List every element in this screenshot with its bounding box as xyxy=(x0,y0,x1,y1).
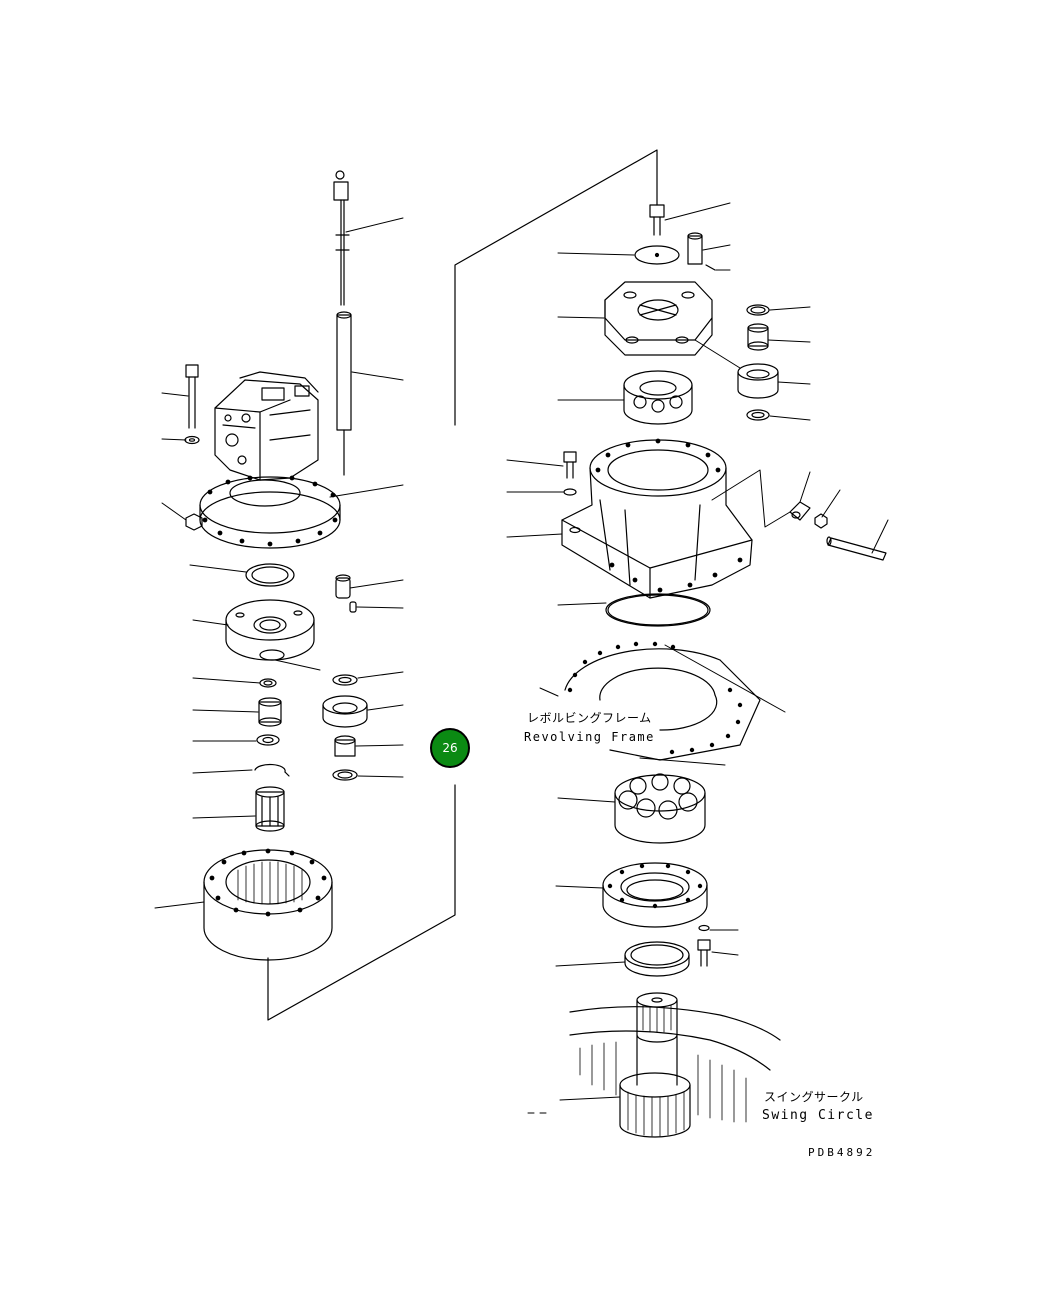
swing-circle-label-jp: スイングサークル xyxy=(764,1090,864,1104)
ring-gear-part xyxy=(203,848,333,961)
pinion-flange-part xyxy=(602,862,711,967)
level-gauge-part xyxy=(333,170,350,306)
part-callout-badge[interactable]: 26 xyxy=(430,728,470,768)
revolving-frame-section xyxy=(564,641,761,761)
motor-bolt-part xyxy=(184,364,200,445)
drain-pipe-part xyxy=(336,311,352,476)
revolving-frame-label-en: Revolving Frame xyxy=(524,730,655,744)
pinion-shaft-part xyxy=(619,992,691,1138)
lower-roller-bearing-part xyxy=(614,773,706,844)
hydraulic-motor-part xyxy=(199,371,341,549)
housing-o-ring-part xyxy=(605,593,711,627)
carrier-disc-part xyxy=(225,599,315,661)
group-bracket-lines xyxy=(267,149,658,1021)
revolving-frame-label-jp: レボルビングフレーム xyxy=(527,711,652,725)
upper-carrier-part xyxy=(604,281,713,356)
upper-roller-bearing-part xyxy=(623,370,693,425)
swing-machinery-assembly xyxy=(561,204,887,1138)
left-bearing-parts xyxy=(322,674,368,781)
pinion-oil-seal-part xyxy=(624,941,690,977)
leader-lines xyxy=(154,202,889,1114)
top-bolt-part xyxy=(649,204,665,236)
grease-fitting-parts xyxy=(789,501,887,561)
left-small-parts xyxy=(254,678,290,832)
motor-seal-ring-part xyxy=(245,563,295,587)
cover-plate-part xyxy=(634,245,680,265)
swing-circle-label-en: Swing Circle xyxy=(762,1108,874,1123)
upper-side-parts xyxy=(737,304,779,421)
drawing-code: PDB4892 xyxy=(808,1146,876,1159)
housing-bolt-part xyxy=(563,451,577,496)
swing-motor-assembly xyxy=(184,170,368,961)
swing-circle-section xyxy=(569,1006,781,1123)
top-pin-part xyxy=(687,232,716,271)
pin-part xyxy=(335,574,357,613)
callout-number: 26 xyxy=(442,741,458,755)
main-housing-part xyxy=(561,438,753,599)
